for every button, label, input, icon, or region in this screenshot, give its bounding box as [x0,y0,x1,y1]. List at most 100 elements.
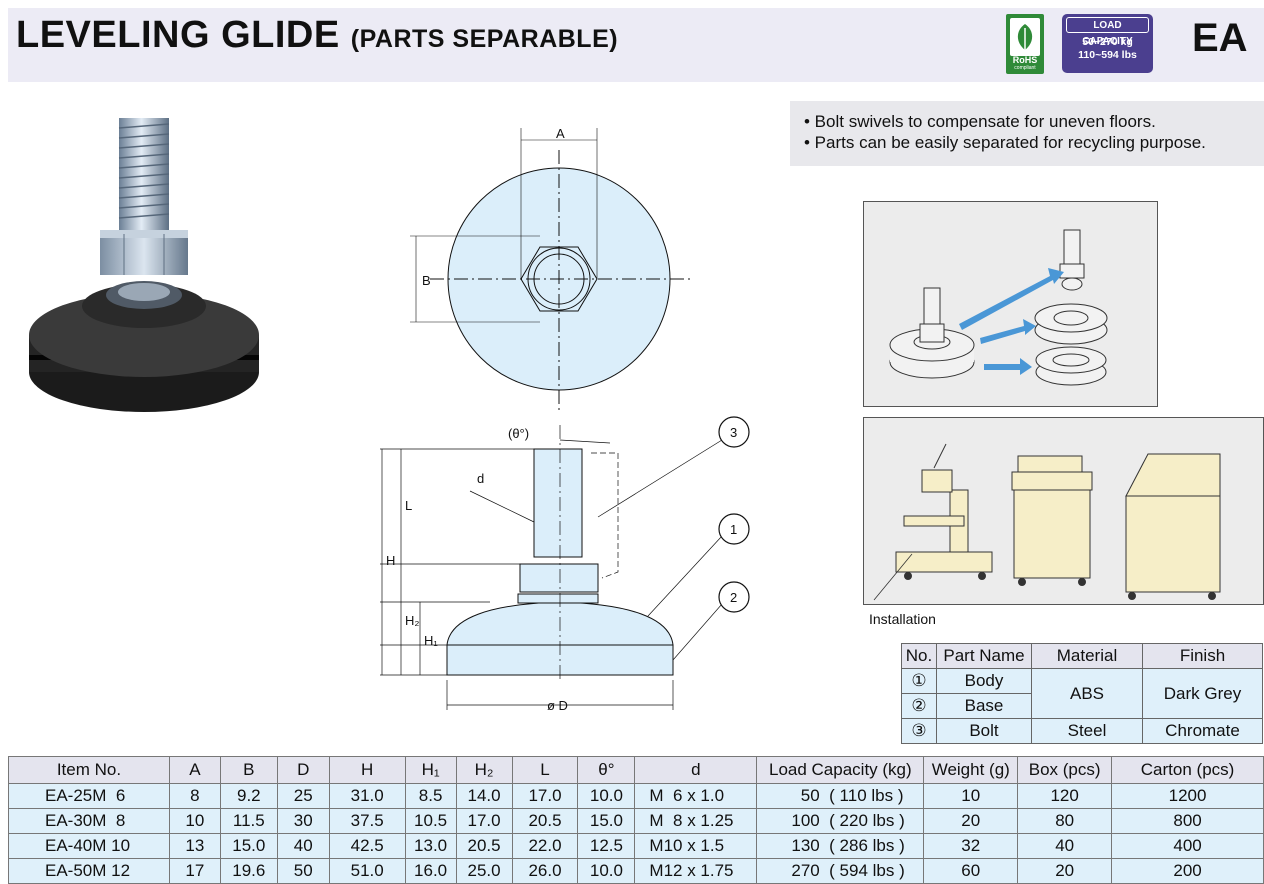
spec-header-cell: Item No. [8,756,170,784]
theta-label: (θ°) [508,426,529,441]
spec-cell: 17.0 [455,808,513,834]
d-diameter-label: ø D [547,698,568,713]
parts-header-finish: Finish [1142,643,1263,669]
parts-header-no: No. [901,643,937,669]
spec-cell: 1200 [1111,783,1264,809]
spec-cell: 8.5 [404,783,457,809]
spec-cell: M 6 x 1.0 [634,783,758,809]
spec-cell: 32 [923,833,1019,859]
spec-cell: 270 ( 594 lbs ) [756,858,925,884]
spec-cell: 37.5 [328,808,406,834]
spec-cell: 50 [276,858,330,884]
installation-caption: Installation [869,611,936,627]
spec-cell: 80 [1017,808,1113,834]
rohs-sublabel: compliant [1014,65,1036,71]
page-title: LEVELING GLIDE (PARTS SEPARABLE) [16,14,618,57]
load-capacity-lbs: 110~594 lbs [1078,49,1137,61]
spec-cell: 25 [276,783,330,809]
spec-cell: EA-25M 6 [8,783,170,809]
spec-header-cell: Carton (pcs) [1111,756,1264,784]
table-row: ② Base [901,693,1263,719]
spec-header-cell: L [511,756,579,784]
callout-3: 3 [730,425,737,440]
callout-2: 2 [730,590,737,605]
spec-header-cell: A [168,756,221,784]
spec-cell: 9.2 [219,783,278,809]
part-name: Body [936,668,1032,694]
rohs-badge: RoHS compliant [1006,14,1044,74]
h-label: H [386,553,395,568]
spec-cell: 19.6 [219,858,278,884]
h2-label: H₂ [405,613,419,628]
exploded-view-illustration [889,229,1108,386]
spec-cell: M12 x 1.75 [634,858,758,884]
spec-cell: 13 [168,833,221,859]
spec-cell: 10.5 [404,808,457,834]
spec-cell: 25.0 [455,858,513,884]
part-name: Bolt [936,718,1032,744]
spec-header-cell: Box (pcs) [1017,756,1113,784]
spec-header-cell: θ° [577,756,636,784]
spec-cell: 51.0 [328,858,406,884]
spec-cell: 40 [1017,833,1113,859]
spec-cell: 60 [923,858,1019,884]
spec-header-cell: H₁ [404,756,457,784]
spec-cell: 50 ( 110 lbs ) [756,783,925,809]
exploded-view-box [863,201,1158,407]
parts-table: No. Part Name Material Finish ① Body ABS… [901,643,1263,744]
spec-cell: 10 [168,808,221,834]
spec-cell: 10 [923,783,1019,809]
spec-cell: 42.5 [328,833,406,859]
spec-cell: 400 [1111,833,1264,859]
spec-cell: 20.5 [455,833,513,859]
header-bar [8,8,1264,82]
spec-cell: EA-30M 8 [8,808,170,834]
spec-cell: 12.5 [577,833,636,859]
spec-cell: 30 [276,808,330,834]
spec-header-cell: d [634,756,758,784]
spec-cell: 14.0 [455,783,513,809]
spec-cell: 15.0 [577,808,636,834]
spec-cell: 800 [1111,808,1264,834]
spec-header-cell: Load Capacity (kg) [756,756,925,784]
feature-item: • Bolt swivels to compensate for uneven … [804,112,1156,131]
spec-cell: 20 [923,808,1019,834]
spec-cell: 8 [168,783,221,809]
spec-cell: 17.0 [511,783,579,809]
spec-cell: EA-50M 12 [8,858,170,884]
part-no: ① [901,668,937,694]
spec-cell: 26.0 [511,858,579,884]
product-code: EA [1192,16,1248,60]
spec-cell: 20 [1017,858,1113,884]
spec-header-cell: D [276,756,330,784]
spec-cell: 40 [276,833,330,859]
dim-b-label: B [422,273,431,288]
table-row: ① Body ABS Dark Grey [901,668,1263,719]
part-finish: Chromate [1142,718,1263,744]
spec-cell: 11.5 [219,808,278,834]
spec-cell: 17 [168,858,221,884]
callout-1: 1 [730,522,737,537]
spec-cell: EA-40M 10 [8,833,170,859]
spec-header-cell: Weight (g) [923,756,1019,784]
parts-header-name: Part Name [936,643,1032,669]
load-capacity-kg: 50~270 kg [1082,36,1133,48]
spec-cell: 13.0 [404,833,457,859]
spec-cell: 16.0 [404,858,457,884]
spec-cell: 20.5 [511,808,579,834]
dim-a-label: A [556,126,565,141]
rohs-label: RoHS [1012,55,1038,65]
product-photo [29,118,259,412]
spec-cell: 10.0 [577,858,636,884]
part-name: Base [936,693,1032,719]
installation-illustration [873,443,1221,601]
parts-header-material: Material [1031,643,1143,669]
load-capacity-badge: LOAD CAPACITY 50~270 kg 110~594 lbs [1062,14,1153,73]
